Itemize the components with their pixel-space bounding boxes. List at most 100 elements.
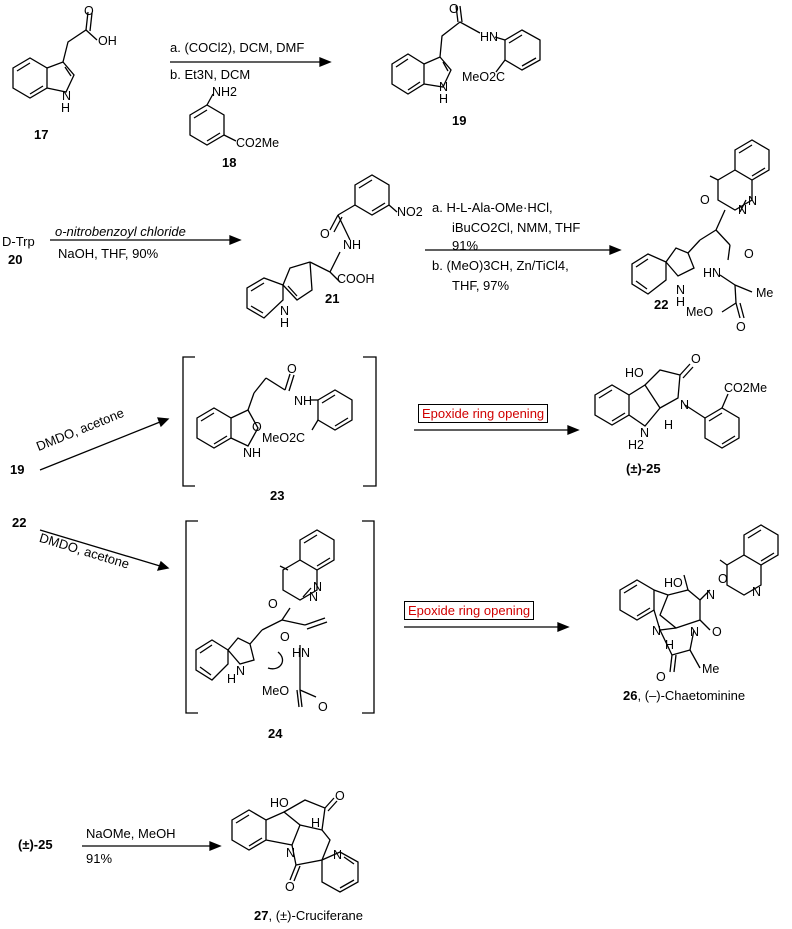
atom-meo2c-19: MeO2C xyxy=(462,70,506,84)
label-17: 17 xyxy=(34,127,49,142)
structure-25 xyxy=(594,363,740,449)
structure-17 xyxy=(12,11,98,99)
atom-n-25: N xyxy=(680,398,690,412)
atom-o-26a: O xyxy=(718,572,728,586)
structure-21 xyxy=(246,174,398,319)
atom-n-22b: N xyxy=(748,194,758,208)
annotation-epoxide-2: Epoxide ring opening xyxy=(404,601,535,620)
label-27: 27, (±)-Cruciferane xyxy=(254,908,363,923)
start-dtrp: D-Trp xyxy=(2,234,35,249)
reagent-1a: a. (COCl2), DCM, DMF xyxy=(170,40,305,55)
atom-n-27b: N xyxy=(286,846,296,860)
atom-h2-25: H2 xyxy=(628,438,644,452)
atom-meo2c-23: MeO2C xyxy=(262,431,306,445)
atom-n-22c: N xyxy=(676,283,686,297)
atom-o-17: O xyxy=(84,4,94,18)
atom-nh-17: N xyxy=(62,89,72,103)
structure-18 xyxy=(189,93,237,146)
label-22: 22 xyxy=(654,297,669,312)
atom-hn-21: N xyxy=(280,304,290,318)
label-26: 26, (–)-Chaetominine xyxy=(623,688,745,703)
atom-meo-22: MeO xyxy=(686,305,714,319)
atom-o-27b: O xyxy=(285,880,295,894)
structure-27 xyxy=(231,797,359,893)
atom-n-24c: N xyxy=(236,664,246,678)
atom-h-19: H xyxy=(439,92,449,106)
structure-26 xyxy=(619,524,779,673)
label-23: 23 xyxy=(270,488,285,503)
atom-h-22: H xyxy=(676,295,686,309)
atom-nh-23: NH xyxy=(294,394,313,408)
atom-ho-25: HO xyxy=(625,366,644,380)
reagent-3b: iBuCO2Cl, NMM, THF xyxy=(452,220,581,235)
atom-meo-24: MeO xyxy=(262,684,290,698)
atom-ho-27: HO xyxy=(270,796,289,810)
label-24: 24 xyxy=(268,726,283,741)
atom-o-22a: O xyxy=(700,193,710,207)
atom-co2me-18: CO2Me xyxy=(236,136,280,150)
reagent-6b: 91% xyxy=(86,851,113,866)
atom-o-24b: O xyxy=(318,700,328,714)
atom-hn-22: HN xyxy=(703,266,722,280)
reagent-3e: THF, 97% xyxy=(452,278,510,293)
atom-o-27a: O xyxy=(335,789,345,803)
atom-n-22a: N xyxy=(738,203,748,217)
reagent-3c: 91% xyxy=(452,238,479,253)
atom-o-23a: O xyxy=(287,362,297,376)
atom-hn-24: HN xyxy=(292,646,311,660)
atom-me-26: Me xyxy=(702,662,720,676)
atom-o-19: O xyxy=(449,2,459,16)
reagent-3a: a. H-L-Ala-OMe·HCl, xyxy=(432,200,553,215)
atom-no2-21: NO2 xyxy=(397,205,423,219)
atom-nh-23b: NH xyxy=(243,446,262,460)
atom-o-23epox: O xyxy=(252,420,262,434)
atom-n-26b: N xyxy=(706,588,716,602)
structure-23 xyxy=(196,373,353,449)
atom-me-22: Me xyxy=(756,286,774,300)
atom-o-25: O xyxy=(691,352,701,366)
atom-h-26: H xyxy=(665,638,675,652)
label-20: 20 xyxy=(8,252,23,267)
atom-o-22c: O xyxy=(736,320,746,334)
atom-n-25b: N xyxy=(640,426,650,440)
atom-oh-17: OH xyxy=(98,34,117,48)
label-26-number: 26 xyxy=(623,688,638,703)
atom-o-22b: O xyxy=(744,247,754,261)
atom-h-24: H xyxy=(227,672,237,686)
label-27-number: 27 xyxy=(254,908,269,923)
atom-h-17: H xyxy=(61,101,71,115)
atom-o-26c: O xyxy=(656,670,666,684)
reagent-2b: NaOH, THF, 90% xyxy=(58,246,159,261)
label-27-name: , (±)-Cruciferane xyxy=(268,908,364,923)
reagent-1b: b. Et3N, DCM xyxy=(170,67,251,82)
atom-o-24a: O xyxy=(268,597,278,611)
label-18: 18 xyxy=(222,155,237,170)
atom-h-21: H xyxy=(280,316,290,330)
atom-ho-26: HO xyxy=(664,576,683,590)
structure-19 xyxy=(391,5,541,95)
atom-n-26a: N xyxy=(752,585,762,599)
atom-n-24b: N xyxy=(313,580,323,594)
atom-n-24a: N xyxy=(309,590,319,604)
atom-hn-19: HN xyxy=(480,30,499,44)
atom-h-27: H xyxy=(311,816,321,830)
atom-nh2-18: NH2 xyxy=(212,85,238,99)
reagent-2a: o-nitrobenzoyl chloride xyxy=(55,224,186,239)
reagent-3d: b. (MeO)3CH, Zn/TiCl4, xyxy=(432,258,569,273)
atom-o-24epox: O xyxy=(280,630,290,644)
atom-n-26c: N xyxy=(652,624,662,638)
label-21: 21 xyxy=(325,291,340,306)
atom-cooh-21: COOH xyxy=(337,272,375,286)
structure-24 xyxy=(195,529,335,708)
atom-n-26d: N xyxy=(690,625,700,639)
annotation-epoxide-1: Epoxide ring opening xyxy=(418,404,549,423)
atom-h-25: H xyxy=(664,418,674,432)
atom-co2me-25: CO2Me xyxy=(724,381,768,395)
start-19: 19 xyxy=(10,462,25,477)
start-22: 22 xyxy=(12,515,27,530)
atom-o-21: O xyxy=(320,227,330,241)
atom-n-27a: N xyxy=(333,848,343,862)
structure-22 xyxy=(631,139,770,319)
atom-o-26b: O xyxy=(712,625,722,639)
